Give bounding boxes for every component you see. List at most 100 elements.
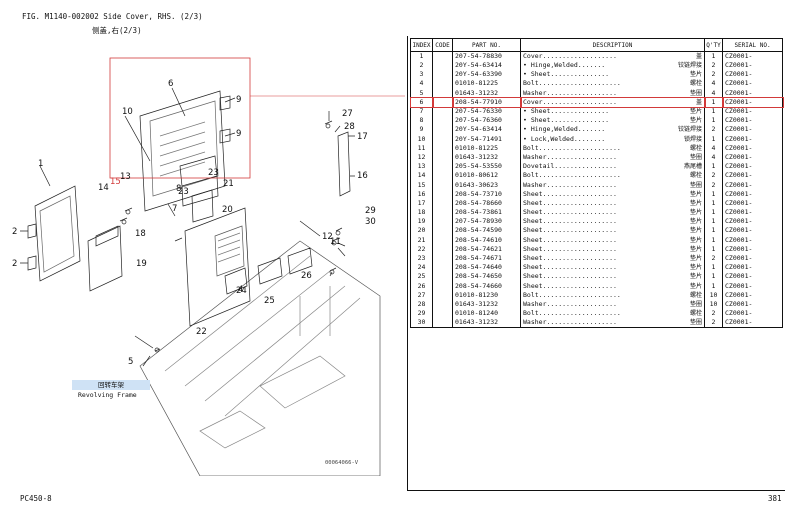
cell-qty: 1 bbox=[704, 217, 723, 227]
cover-left bbox=[34, 185, 81, 282]
header-qty: Q'TY bbox=[704, 38, 723, 52]
callout-11: 11 bbox=[330, 237, 341, 247]
cell-serial: CZ0001- bbox=[722, 189, 783, 199]
cell-description: • Sheet...............垫片 bbox=[520, 116, 705, 126]
cell-index: 10 bbox=[410, 134, 433, 144]
description-zh: 燕尾槽 bbox=[683, 163, 702, 171]
cell-description: Bolt.....................螺栓 bbox=[520, 309, 705, 319]
frame-outline bbox=[139, 240, 381, 476]
cell-serial: CZ0001- bbox=[722, 152, 783, 163]
header-serial: SERIAL NO. bbox=[722, 38, 783, 52]
hinge-right bbox=[219, 95, 231, 144]
cell-index: 2 bbox=[410, 61, 433, 71]
dovetail bbox=[337, 131, 351, 197]
description-en: Sheet................... bbox=[523, 244, 617, 253]
cell-serial: CZ0001- bbox=[722, 208, 783, 218]
cell-index: 26 bbox=[410, 281, 433, 291]
cell-index: 22 bbox=[410, 244, 433, 254]
header-description: DESCRIPTION bbox=[520, 38, 705, 52]
cell-qty: 1 bbox=[704, 198, 723, 208]
callout-18: 18 bbox=[135, 229, 146, 239]
callout-9b: 9 bbox=[236, 129, 241, 139]
cell-index: 4 bbox=[410, 79, 433, 89]
description-en: Cover................... bbox=[523, 52, 617, 60]
cell-description: Bolt.....................螺栓 bbox=[520, 290, 705, 300]
cell-qty: 4 bbox=[704, 79, 723, 89]
cell-serial: CZ0001- bbox=[722, 217, 783, 227]
cell-qty: 4 bbox=[704, 143, 723, 153]
cell-qty: 10 bbox=[704, 290, 723, 300]
cell-serial: CZ0001- bbox=[722, 70, 783, 80]
cell-code bbox=[432, 290, 453, 300]
callout-13: 13 bbox=[120, 172, 131, 182]
cell-code bbox=[432, 171, 453, 181]
cell-code bbox=[432, 198, 453, 208]
callout-23b: 23 bbox=[178, 187, 189, 197]
cell-part-no: 207-54-76330 bbox=[452, 106, 521, 117]
cell-description: Washer..................垫圈 bbox=[520, 88, 705, 98]
cell-code bbox=[432, 88, 453, 98]
cell-serial: CZ0001- bbox=[722, 198, 783, 208]
cell-part-no: 205-54-53550 bbox=[452, 162, 521, 172]
cell-index: 3 bbox=[410, 70, 433, 80]
header-code: CODE bbox=[432, 38, 453, 52]
drawing-id: 00064066-V bbox=[325, 460, 359, 466]
hinge-left bbox=[27, 223, 37, 271]
cell-index: 12 bbox=[410, 152, 433, 163]
description-zh: 盖 bbox=[695, 53, 702, 60]
cell-serial: CZ0001- bbox=[722, 318, 783, 329]
cell-qty: 1 bbox=[704, 189, 723, 199]
description-en: Cover................... bbox=[523, 97, 617, 106]
cell-qty: 2 bbox=[704, 125, 723, 135]
cell-index: 20 bbox=[410, 226, 433, 236]
cell-qty: 1 bbox=[704, 263, 723, 273]
cell-part-no: 208-54-77910 bbox=[451, 96, 522, 108]
description-en: • Sheet............... bbox=[523, 116, 610, 125]
cell-serial: CZ0001- bbox=[722, 272, 783, 282]
cell-part-no: 01010-80612 bbox=[452, 171, 521, 181]
cell-index: 21 bbox=[410, 235, 433, 245]
cell-part-no: 208-54-74671 bbox=[452, 253, 521, 264]
cell-description: Sheet...................垫片 bbox=[520, 263, 705, 273]
cell-serial: CZ0001- bbox=[722, 143, 783, 153]
cell-index: 23 bbox=[410, 253, 433, 264]
cell-description: Washer..................垫圈 bbox=[520, 180, 705, 190]
cell-description: Sheet...................垫片 bbox=[520, 198, 705, 208]
description-en: Bolt..................... bbox=[523, 143, 621, 152]
description-zh: 垫片 bbox=[689, 209, 702, 217]
description-zh: 盖 bbox=[695, 98, 702, 106]
cell-part-no: 20Y-54-63414 bbox=[452, 61, 521, 71]
cell-part-no: 208-54-73710 bbox=[452, 189, 521, 199]
description-zh: 铰链焊接 bbox=[677, 126, 702, 134]
cell-index: 13 bbox=[410, 162, 433, 172]
description-en: Sheet................... bbox=[523, 235, 617, 244]
callout-22: 22 bbox=[196, 327, 207, 337]
sheet-19 bbox=[87, 225, 123, 292]
description-en: Sheet................... bbox=[523, 189, 617, 198]
description-zh: 垫片 bbox=[689, 227, 702, 235]
cell-index: 29 bbox=[410, 309, 433, 319]
description-en: Bolt..................... bbox=[523, 290, 621, 299]
cell-qty: 2 bbox=[704, 171, 723, 181]
callout-26: 26 bbox=[301, 271, 312, 281]
cell-serial: CZ0001- bbox=[722, 299, 783, 310]
cell-code bbox=[432, 253, 453, 264]
cell-part-no: 20Y-54-71491 bbox=[452, 134, 521, 144]
cell-index: 25 bbox=[410, 272, 433, 282]
cell-code bbox=[432, 51, 453, 61]
cell-code bbox=[432, 125, 453, 135]
cell-index: 19 bbox=[410, 217, 433, 227]
cell-index: 14 bbox=[410, 171, 433, 181]
bottom-rule bbox=[407, 490, 785, 491]
cell-part-no: 207-54-78930 bbox=[452, 217, 521, 227]
cell-description: Sheet...................垫片 bbox=[520, 208, 705, 218]
